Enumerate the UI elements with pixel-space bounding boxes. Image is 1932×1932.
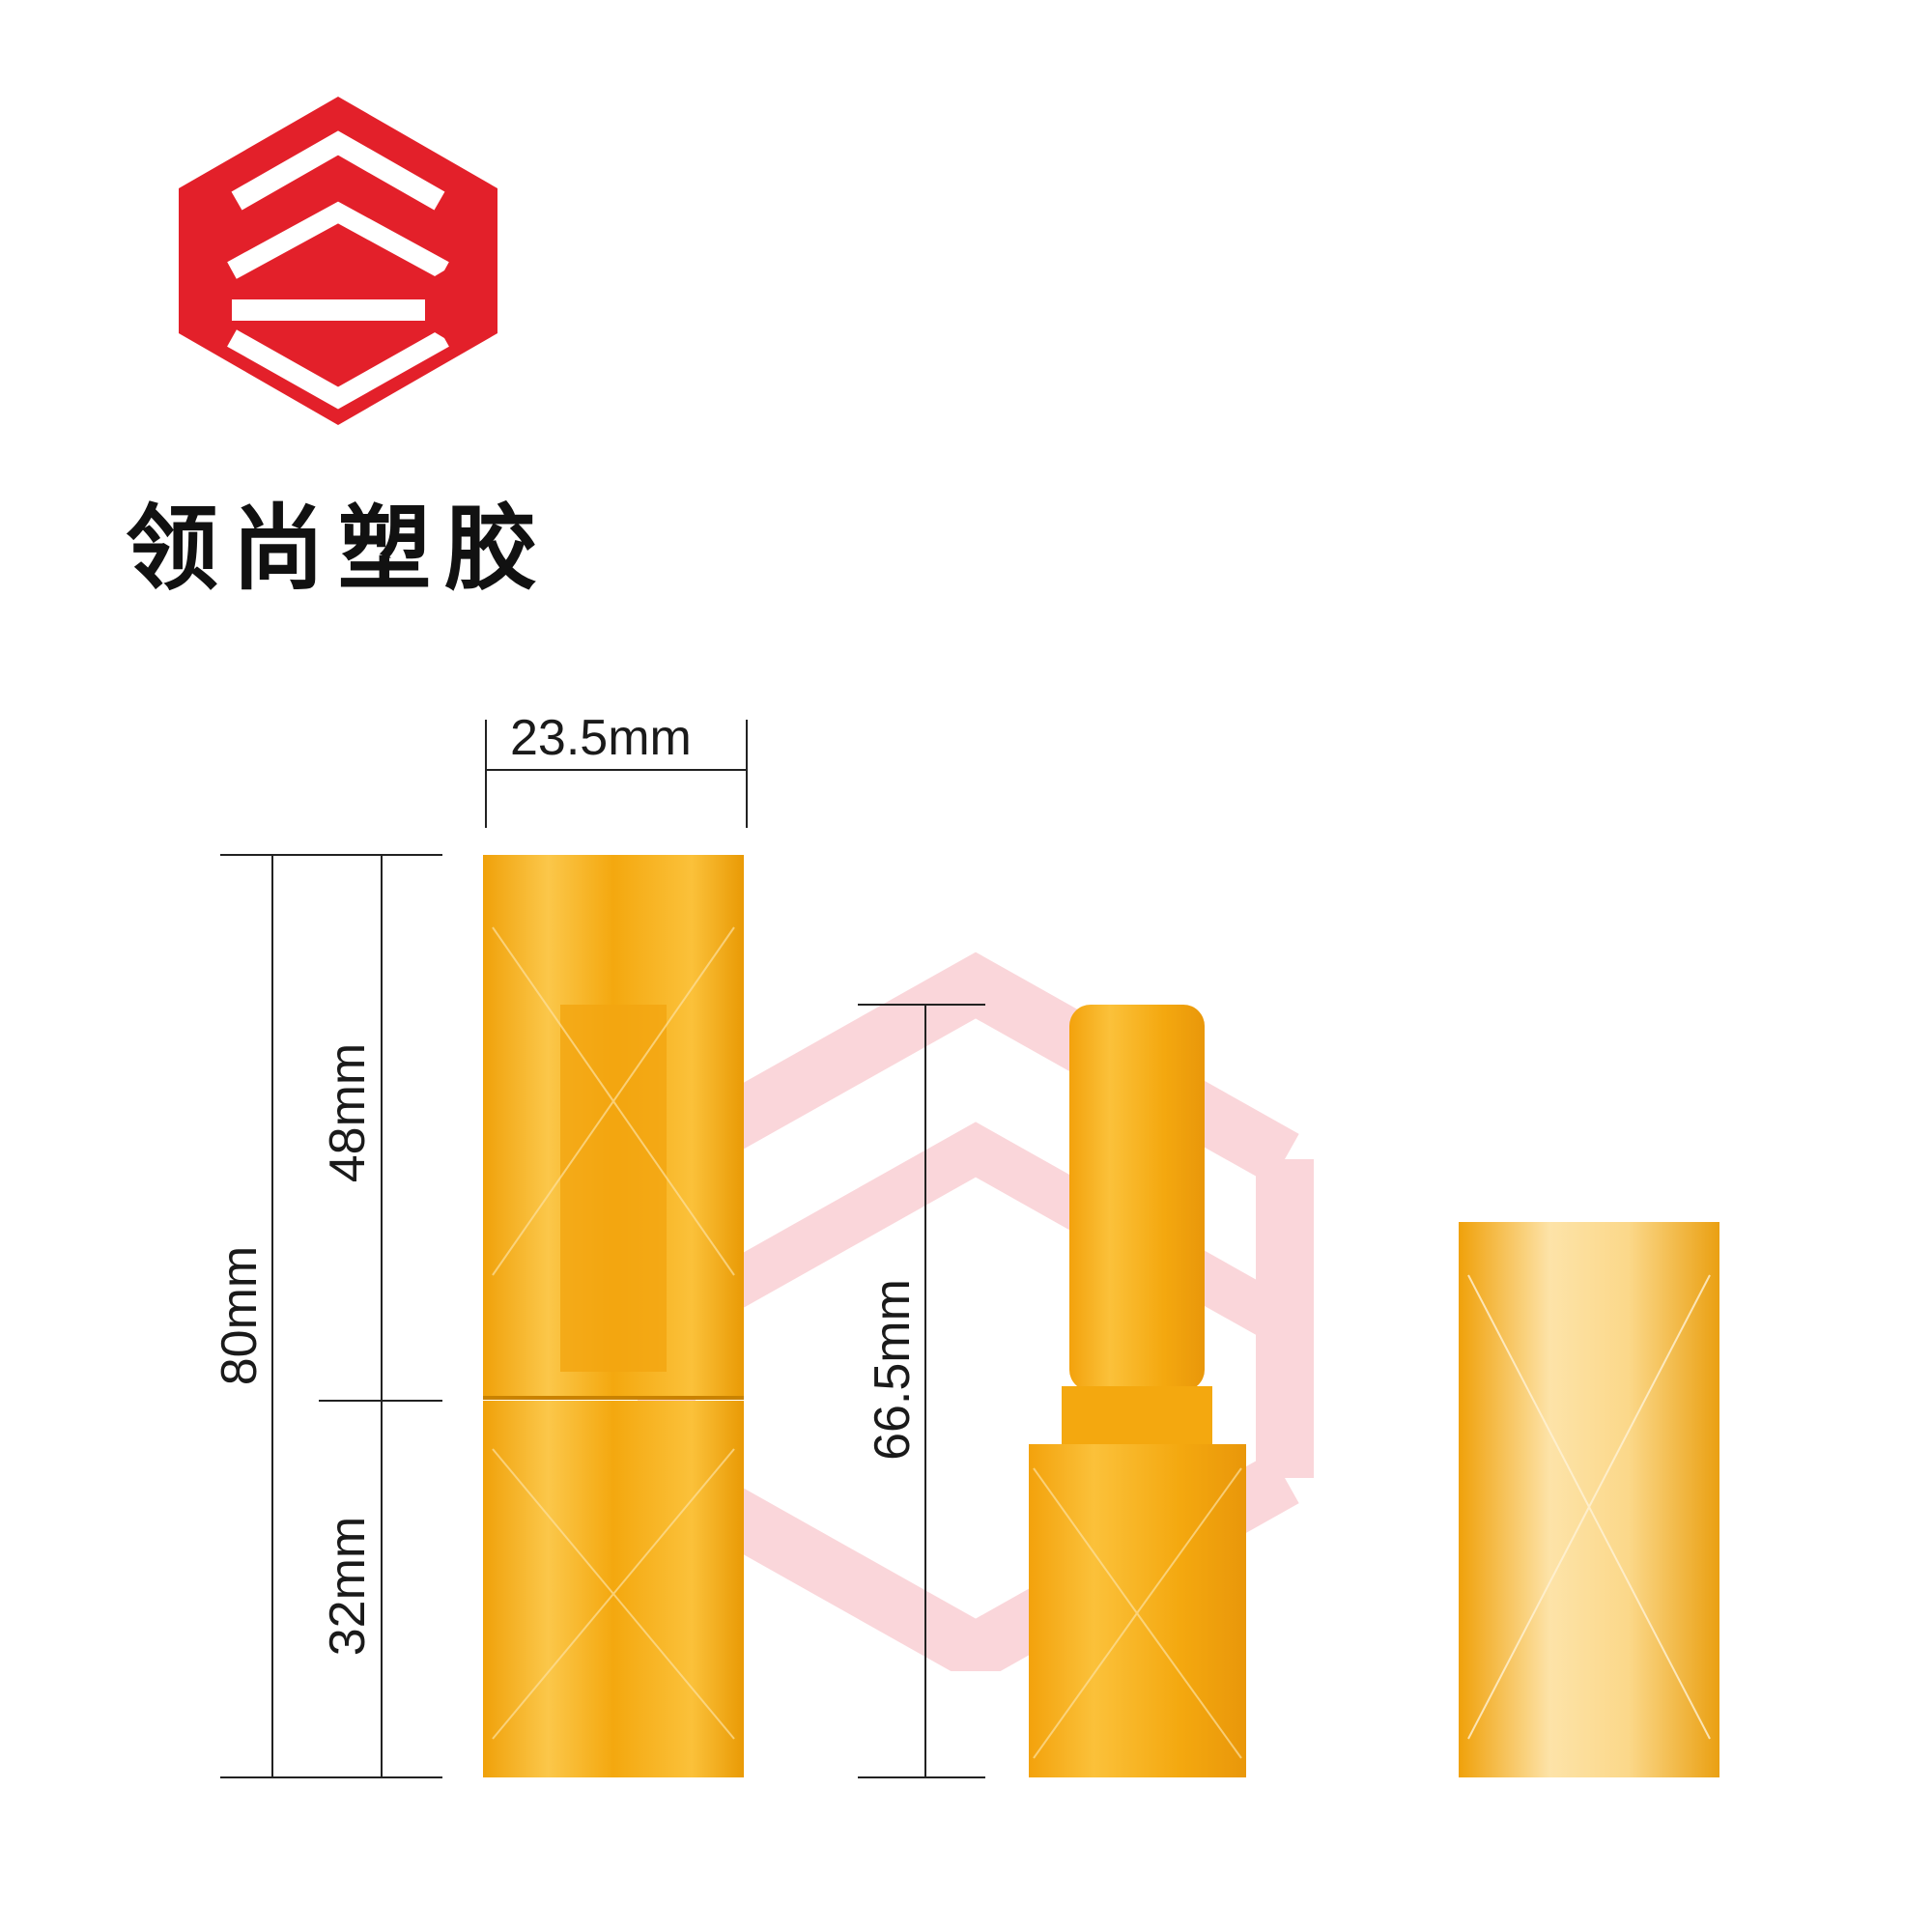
- brand-logo-icon: [179, 97, 497, 425]
- open-lipstick-tube: [1029, 1005, 1246, 1777]
- open-height-label: 66.5mm: [865, 1279, 921, 1461]
- lipstick-cap: [1459, 1222, 1719, 1777]
- base-height-label: 32mm: [320, 1516, 376, 1657]
- total-height-label: 80mm: [212, 1245, 268, 1386]
- brand-name: 领尚塑胶: [126, 494, 551, 603]
- cap-height-label: 48mm: [320, 1042, 376, 1183]
- closed-lipstick-tube: [483, 855, 744, 1777]
- width-label: 23.5mm: [510, 710, 692, 766]
